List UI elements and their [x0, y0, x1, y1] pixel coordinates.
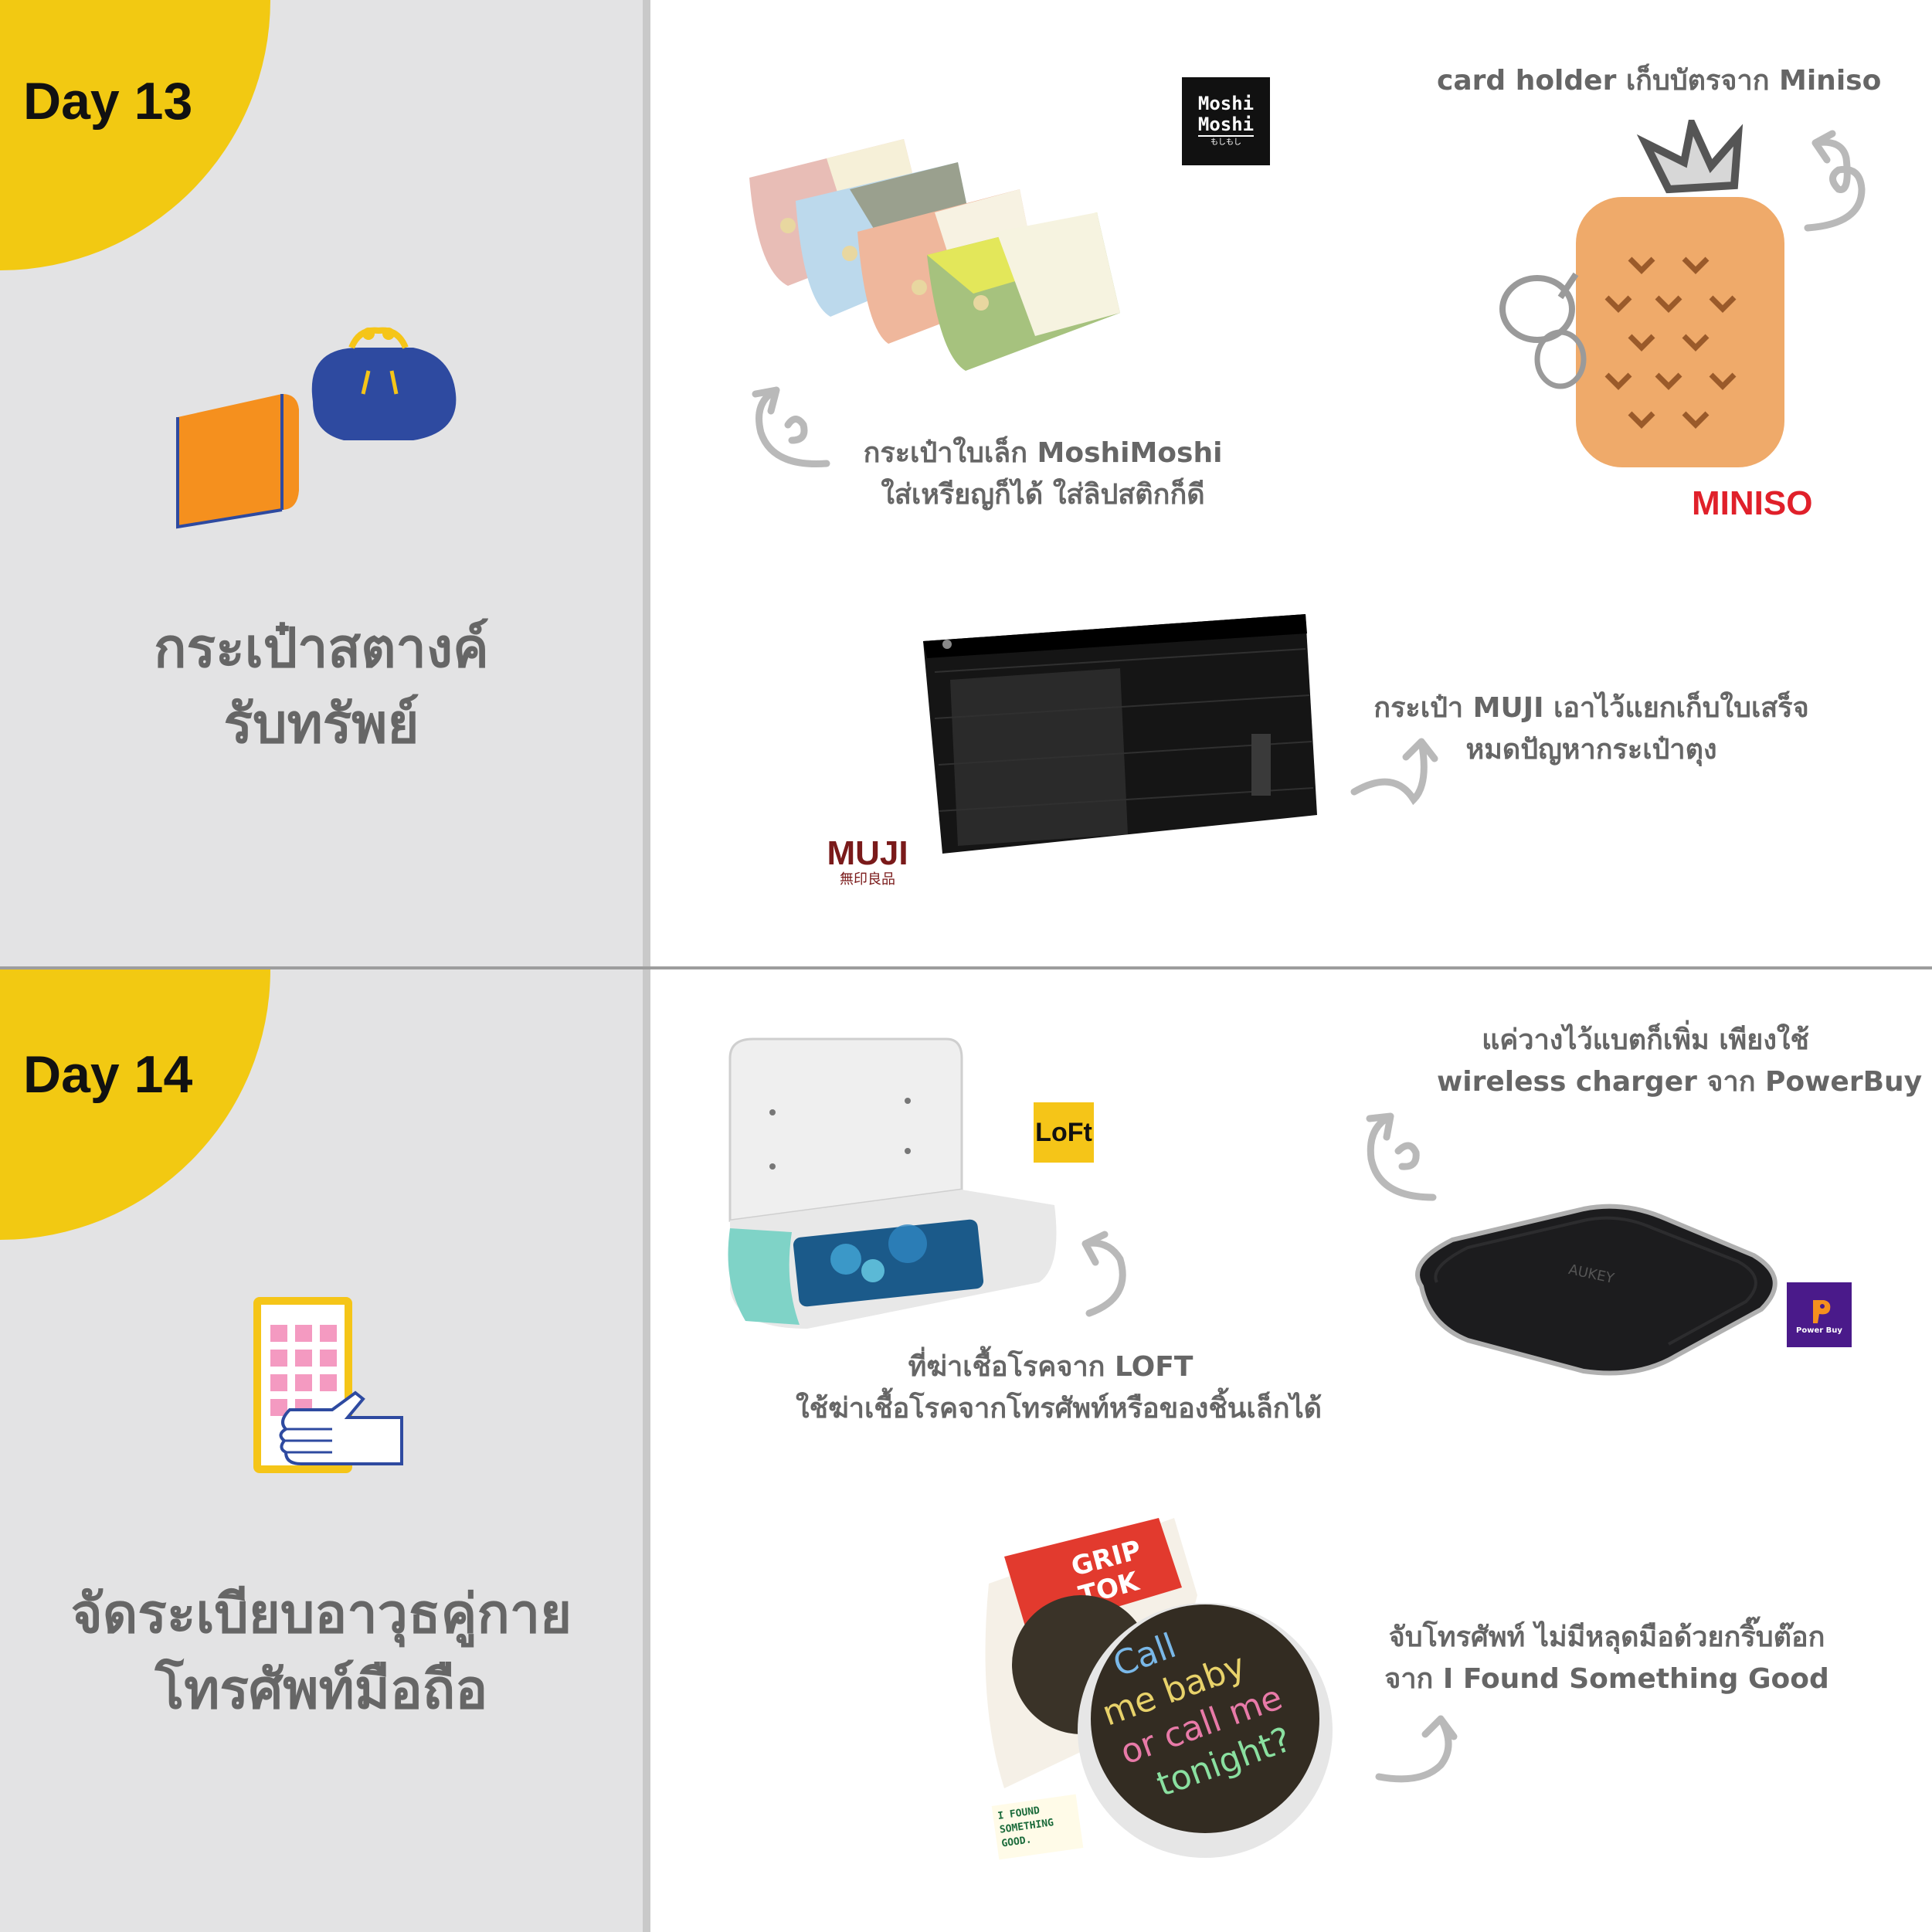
grip-caption-line1: จับโทรศัพท์ ไม่มีหลุดมือด้วยกริ๊บต๊อก: [1388, 1621, 1825, 1653]
vertical-divider: [643, 0, 650, 1932]
miniso-card-holder-image: [1499, 120, 1784, 467]
powerbuy-caption: แค่วางไว้แบตก็เพิ่ม เพียงใช้ wireless ch…: [1437, 1020, 1923, 1103]
loft-caption-line2: ใช้ฆ่าเชื้อโรคจากโทรศัพท์หรือของชิ้นเล็ก…: [796, 1393, 1323, 1424]
day13-title-line1: กระเป๋าสตางค์: [154, 616, 489, 680]
curved-arrow-icon: [1081, 1231, 1126, 1317]
powerbuy-caption-line2: wireless charger จาก PowerBuy: [1437, 1066, 1923, 1098]
muji-caption-line2: หมดปัญหากระเป๋าตุง: [1465, 734, 1717, 766]
horizontal-divider: [0, 966, 1932, 969]
miniso-caption: card holder เก็บบัตรจาก Miniso: [1437, 65, 1882, 97]
loft-uv-sterilizer-image: [728, 1037, 1057, 1329]
muji-logo-sub: 無印良品: [840, 871, 895, 888]
wallet-purse-icon: [176, 327, 457, 529]
curved-arrow-icon: [752, 386, 830, 467]
muji-caption: กระเป๋า MUJI เอาไว้แยกเก็บใบเสร็จ หมดปัญ…: [1360, 688, 1823, 771]
curved-arrow-icon: [1366, 1112, 1437, 1201]
muji-logo: MUJI 無印良品: [821, 837, 914, 889]
loft-logo: LoFt: [1034, 1102, 1094, 1163]
miniso-logo: MINISO: [1692, 484, 1813, 522]
loft-caption-line1: ที่ฆ่าเชื้อโรคจาก LOFT: [908, 1351, 1193, 1383]
day14-title-line1: จัดระเบียบอาวุธคู่กาย: [70, 1582, 572, 1645]
loft-caption: ที่ฆ่าเชื้อโรคจาก LOFT ใช้ฆ่าเชื้อโรคจาก…: [796, 1346, 1323, 1430]
day14-badge: Day 14: [0, 969, 278, 1248]
curved-arrow-icon: [1350, 738, 1438, 806]
day14-label: Day 14: [23, 1045, 193, 1104]
phone-hand-icon: [253, 1297, 403, 1473]
grip-caption-line2: จาก I Found Something Good: [1384, 1663, 1829, 1695]
moshi-caption-line2: ใส่เหรียญก็ได้ ใส่ลิปสติกก็ดี: [881, 479, 1205, 511]
powerbuy-logo: Power Buy: [1787, 1282, 1852, 1347]
curved-arrow-icon: [1375, 1715, 1458, 1783]
day14-title: จัดระเบียบอาวุธคู่กาย โทรศัพท์มือถือ: [0, 1576, 643, 1727]
powerbuy-bird-icon: [1813, 1299, 1831, 1323]
moshi-logo-sub: もしもし: [1210, 138, 1241, 147]
curved-arrow-icon: [1804, 130, 1866, 232]
moshi-pouches-image: [749, 139, 1120, 371]
moshi-logo-line1: Moshi: [1197, 93, 1255, 114]
day13-badge: Day 13: [0, 0, 278, 278]
muji-logo-text: MUJI: [827, 834, 908, 872]
moshi-logo: Moshi Moshi もしもし: [1182, 77, 1270, 165]
moshi-caption: กระเป๋าใบเล็ก MoshiMoshi ใส่เหรียญก็ได้ …: [850, 433, 1236, 516]
grip-tok-image: GRIP TOK Call me baby or call me tonight…: [985, 1518, 1333, 1858]
powerbuy-logo-text: Power Buy: [1796, 1326, 1842, 1335]
day13-label: Day 13: [23, 72, 193, 131]
day13-title: กระเป๋าสตางค์ รับทรัพย์: [0, 610, 643, 762]
day13-title-line2: รับทรัพย์: [223, 692, 419, 755]
moshi-logo-line2: Moshi: [1197, 114, 1255, 137]
day14-title-line2: โทรศัพท์มือถือ: [154, 1658, 488, 1721]
powerbuy-caption-line1: แค่วางไว้แบตก็เพิ่ม เพียงใช้: [1482, 1024, 1809, 1056]
wireless-charger-image: AUKEY: [1415, 1204, 1778, 1376]
moshi-caption-line1: กระเป๋าใบเล็ก MoshiMoshi: [863, 437, 1223, 469]
muji-caption-line1: กระเป๋า MUJI เอาไว้แยกเก็บใบเสร็จ: [1373, 692, 1809, 724]
muji-mesh-pouch-image: [923, 614, 1317, 854]
grip-caption: จับโทรศัพท์ ไม่มีหลุดมือด้วยกริ๊บต๊อก จา…: [1375, 1617, 1839, 1700]
